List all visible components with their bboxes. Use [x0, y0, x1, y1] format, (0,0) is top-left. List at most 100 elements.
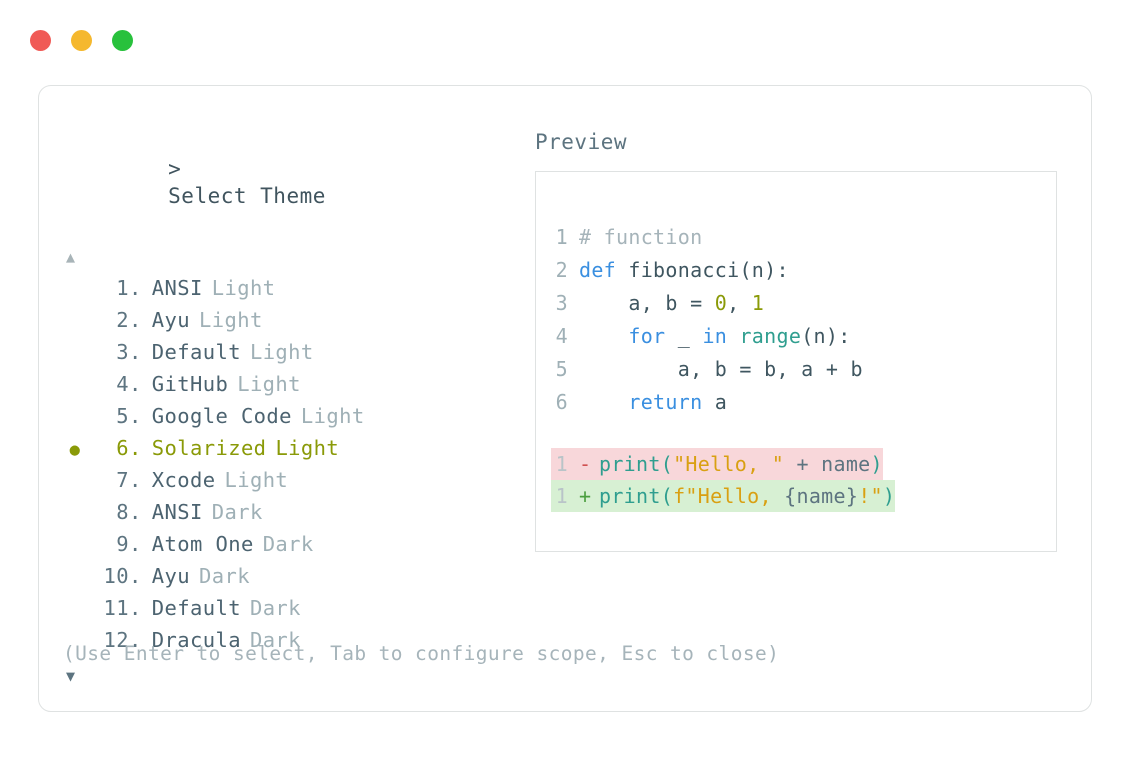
theme-item-variant: Dark: [249, 596, 301, 620]
code-token: ): [870, 452, 883, 476]
theme-item-name: Default: [151, 340, 241, 364]
theme-item-variant: Light: [275, 436, 340, 460]
card-body: > Select Theme ▲ ●1.ANSILight●2.AyuLight…: [39, 86, 1091, 711]
theme-item-index: 11: [103, 596, 129, 620]
theme-list-item[interactable]: ● 7. Xcode Light: [63, 468, 533, 500]
selected-bullet-icon: ●: [63, 378, 87, 395]
theme-item-separator: .: [129, 532, 142, 556]
code-token: 1: [751, 290, 765, 315]
scroll-down-arrow-icon[interactable]: ▼: [66, 667, 76, 685]
theme-item-name: Google Code: [151, 404, 292, 428]
theme-item-name: GitHub: [151, 372, 229, 396]
line-number: 1: [555, 224, 568, 249]
theme-item-name: Solarized: [151, 436, 267, 460]
code-token: 0: [714, 290, 728, 315]
theme-item-separator: .: [129, 404, 142, 428]
prompt-line: > Select Theme: [63, 130, 533, 235]
code-line: 6 return a: [551, 385, 1052, 418]
diff-marker-icon: -: [579, 452, 592, 476]
theme-item-index: 8: [116, 500, 129, 524]
selected-bullet-icon: ●: [63, 570, 87, 587]
selected-bullet-icon: ●: [63, 602, 87, 619]
code-line: 3 a, b = 0, 1: [551, 286, 1052, 319]
theme-selection-pane: > Select Theme ▲ ●1.ANSILight●2.AyuLight…: [63, 130, 533, 688]
code-line: 1 # function: [551, 220, 1052, 253]
theme-item-separator: .: [129, 564, 142, 588]
diff-line-remove: 1- print("Hello, " + name): [551, 448, 883, 480]
code-token: # function: [579, 224, 703, 249]
code-line: 5 a, b = b, a + b: [551, 352, 1052, 385]
theme-item-index: 7: [116, 468, 129, 492]
theme-item-index: 1: [116, 276, 129, 300]
selected-bullet-icon: ●: [63, 346, 87, 363]
diff-gap: [590, 452, 599, 476]
maximize-button-icon[interactable]: [112, 30, 133, 51]
theme-item-separator: .: [129, 628, 142, 652]
line-number: 3: [555, 290, 568, 315]
code-token: fibonacci(n):: [616, 257, 789, 282]
code-token: print: [599, 484, 661, 508]
code-line: 4 for _ in range(n):: [551, 319, 1052, 352]
theme-item-index: 2: [116, 308, 129, 332]
theme-item-separator: .: [129, 308, 142, 332]
theme-item-index: 4: [116, 372, 129, 396]
theme-item-index: 5: [116, 404, 129, 428]
line-number: 4: [555, 323, 568, 348]
theme-item-name: Dracula: [151, 628, 241, 652]
theme-item-variant: Dark: [211, 500, 263, 524]
code-spacer: [551, 418, 1052, 448]
selected-bullet-icon: ●: [63, 474, 87, 491]
prompt-caret-icon: >: [168, 157, 182, 182]
theme-item-separator: .: [129, 468, 142, 492]
selected-bullet-icon: ●: [63, 506, 87, 523]
minimize-button-icon[interactable]: [71, 30, 92, 51]
selected-bullet-icon: ●: [63, 538, 87, 555]
window-traffic-lights: [30, 30, 133, 51]
theme-item-name: Ayu: [151, 308, 190, 332]
close-button-icon[interactable]: [30, 30, 51, 51]
theme-item-separator: .: [129, 340, 142, 364]
code-token: [579, 390, 628, 414]
code-token: print: [599, 452, 661, 476]
code-token: return: [628, 389, 703, 414]
theme-item-variant: Light: [224, 468, 289, 492]
theme-item-variant: Dark: [198, 564, 250, 588]
theme-item-variant: Light: [300, 404, 365, 428]
selected-bullet-icon: ●: [63, 410, 87, 427]
theme-item-separator: .: [129, 500, 142, 524]
diff-line-add: 1+ print(f"Hello, {name}!"): [551, 480, 896, 512]
scroll-up-arrow-icon[interactable]: ▲: [66, 248, 76, 266]
theme-picker-card: > Select Theme ▲ ●1.ANSILight●2.AyuLight…: [38, 85, 1092, 712]
theme-item-separator: .: [129, 436, 142, 460]
theme-item-index: 9: [116, 532, 129, 556]
theme-item-name: Xcode: [151, 468, 216, 492]
code-token: [727, 324, 739, 348]
selected-bullet-icon: ●: [69, 440, 81, 460]
keyboard-hint-text: (Use Enter to select, Tab to configure s…: [63, 642, 780, 665]
theme-item-name: ANSI: [151, 500, 203, 524]
code-token: a, b =: [579, 290, 715, 315]
preview-title: Preview: [535, 130, 628, 154]
code-token: a, b = b, a + b: [579, 356, 863, 381]
selected-bullet-icon: ●: [63, 314, 87, 331]
theme-item-name: Default: [151, 596, 241, 620]
theme-item-name: ANSI: [151, 276, 203, 300]
code-token: _: [665, 323, 703, 348]
theme-item-variant: Light: [237, 372, 301, 396]
theme-list-item[interactable]: ● 5. Google Code Light: [63, 404, 533, 436]
theme-list-item[interactable]: ● 8. ANSI Dark: [63, 500, 533, 532]
theme-list: ●1.ANSILight●2.AyuLight●3.DefaultLight●4…: [63, 276, 533, 660]
theme-item-index: 3: [116, 340, 129, 364]
theme-item-variant: Dark: [249, 628, 301, 652]
